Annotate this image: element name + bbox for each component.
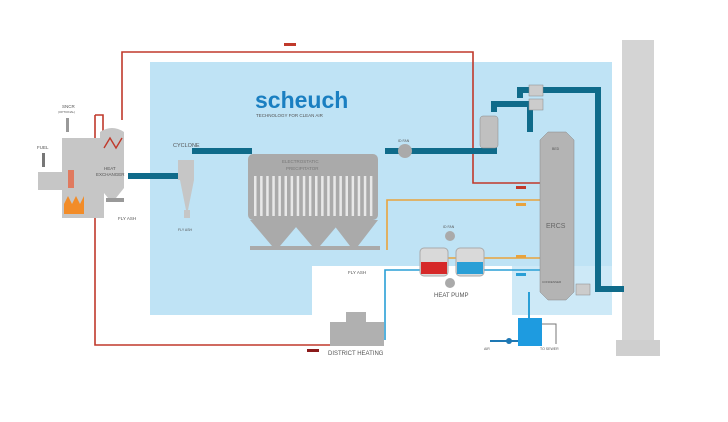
esp-plate bbox=[369, 176, 373, 216]
electrostatic-precipitator bbox=[248, 154, 380, 250]
esp-plate bbox=[345, 176, 348, 216]
label-fly-ash: FLY ASH bbox=[118, 216, 136, 221]
air-valve bbox=[506, 338, 512, 344]
esp-plate bbox=[351, 176, 355, 216]
filter-unit bbox=[479, 115, 499, 149]
label-cyclone: CYCLONE bbox=[173, 143, 200, 149]
esp-plate bbox=[284, 176, 287, 216]
heat-exchanger bbox=[100, 128, 124, 202]
id-fan-1 bbox=[398, 144, 412, 158]
esp-plate bbox=[302, 176, 306, 216]
boiler bbox=[38, 138, 104, 218]
hot-marker bbox=[516, 186, 526, 189]
logo: scheuch bbox=[255, 87, 348, 113]
hot-marker bbox=[307, 349, 319, 352]
esp-plate bbox=[254, 176, 257, 216]
label-sncr-note: (OPTIONAL) bbox=[58, 110, 75, 114]
label-fly-ash: FLY ASH bbox=[348, 270, 366, 275]
heat-pump bbox=[419, 247, 485, 277]
esp-plate bbox=[272, 176, 275, 216]
damper bbox=[528, 98, 544, 111]
label-fuel: FUEL bbox=[37, 145, 49, 150]
ercs-column bbox=[539, 131, 575, 301]
esp-plate bbox=[308, 176, 312, 216]
cold-marker bbox=[516, 273, 526, 276]
esp-plate bbox=[333, 176, 336, 216]
damper bbox=[575, 283, 591, 296]
esp-plate bbox=[357, 176, 361, 216]
hot-marker bbox=[284, 43, 296, 46]
label-esp-2: PRECIPITATOR bbox=[286, 166, 319, 171]
esp-plate bbox=[327, 176, 330, 216]
label-to-sewer: TO SEWER bbox=[540, 347, 559, 351]
label-ercs: ERCS bbox=[546, 223, 566, 230]
warm-marker bbox=[516, 203, 526, 206]
district-heating-buildings bbox=[330, 312, 384, 346]
id-fan-2 bbox=[445, 231, 455, 241]
label-sncr: SNCR bbox=[62, 104, 76, 109]
esp-plate bbox=[315, 176, 318, 216]
fuel-arrow bbox=[42, 153, 45, 167]
esp-plate bbox=[339, 176, 342, 216]
label-condenser: CONDENSER bbox=[542, 280, 562, 284]
cyclone bbox=[178, 160, 194, 218]
label-district-heating: DISTRICT HEATING bbox=[328, 351, 384, 357]
label-bed: BED bbox=[552, 147, 560, 151]
esp-plate bbox=[321, 176, 324, 216]
esp-plate bbox=[290, 176, 294, 216]
sncr-arrow bbox=[66, 118, 69, 132]
water-tank bbox=[518, 318, 542, 346]
label-air: AIR bbox=[484, 347, 490, 351]
label-heat-exchanger: HEAT bbox=[104, 166, 116, 171]
heat-pump-compressor bbox=[445, 278, 455, 288]
esp-plate bbox=[363, 176, 367, 216]
label-fly-ash: FLY ASH bbox=[178, 228, 193, 232]
damper bbox=[528, 84, 544, 97]
chimney bbox=[616, 40, 660, 356]
warm-marker bbox=[516, 255, 526, 258]
label-heat-exchanger-2: EXCHANGER bbox=[96, 172, 125, 177]
label-esp: ELECTROSTATIC bbox=[282, 159, 319, 164]
esp-plate bbox=[296, 176, 300, 216]
label-id-fan: ID FAN bbox=[443, 225, 455, 229]
label-id-fan: ID FAN bbox=[398, 139, 410, 143]
esp-plate bbox=[278, 176, 281, 216]
sewer-line bbox=[542, 323, 557, 344]
label-heat-pump: HEAT PUMP bbox=[434, 293, 468, 299]
esp-plate bbox=[266, 176, 269, 216]
esp-plate bbox=[260, 176, 263, 216]
logo-tagline: TECHNOLOGY FOR CLEAN AIR bbox=[256, 113, 324, 118]
